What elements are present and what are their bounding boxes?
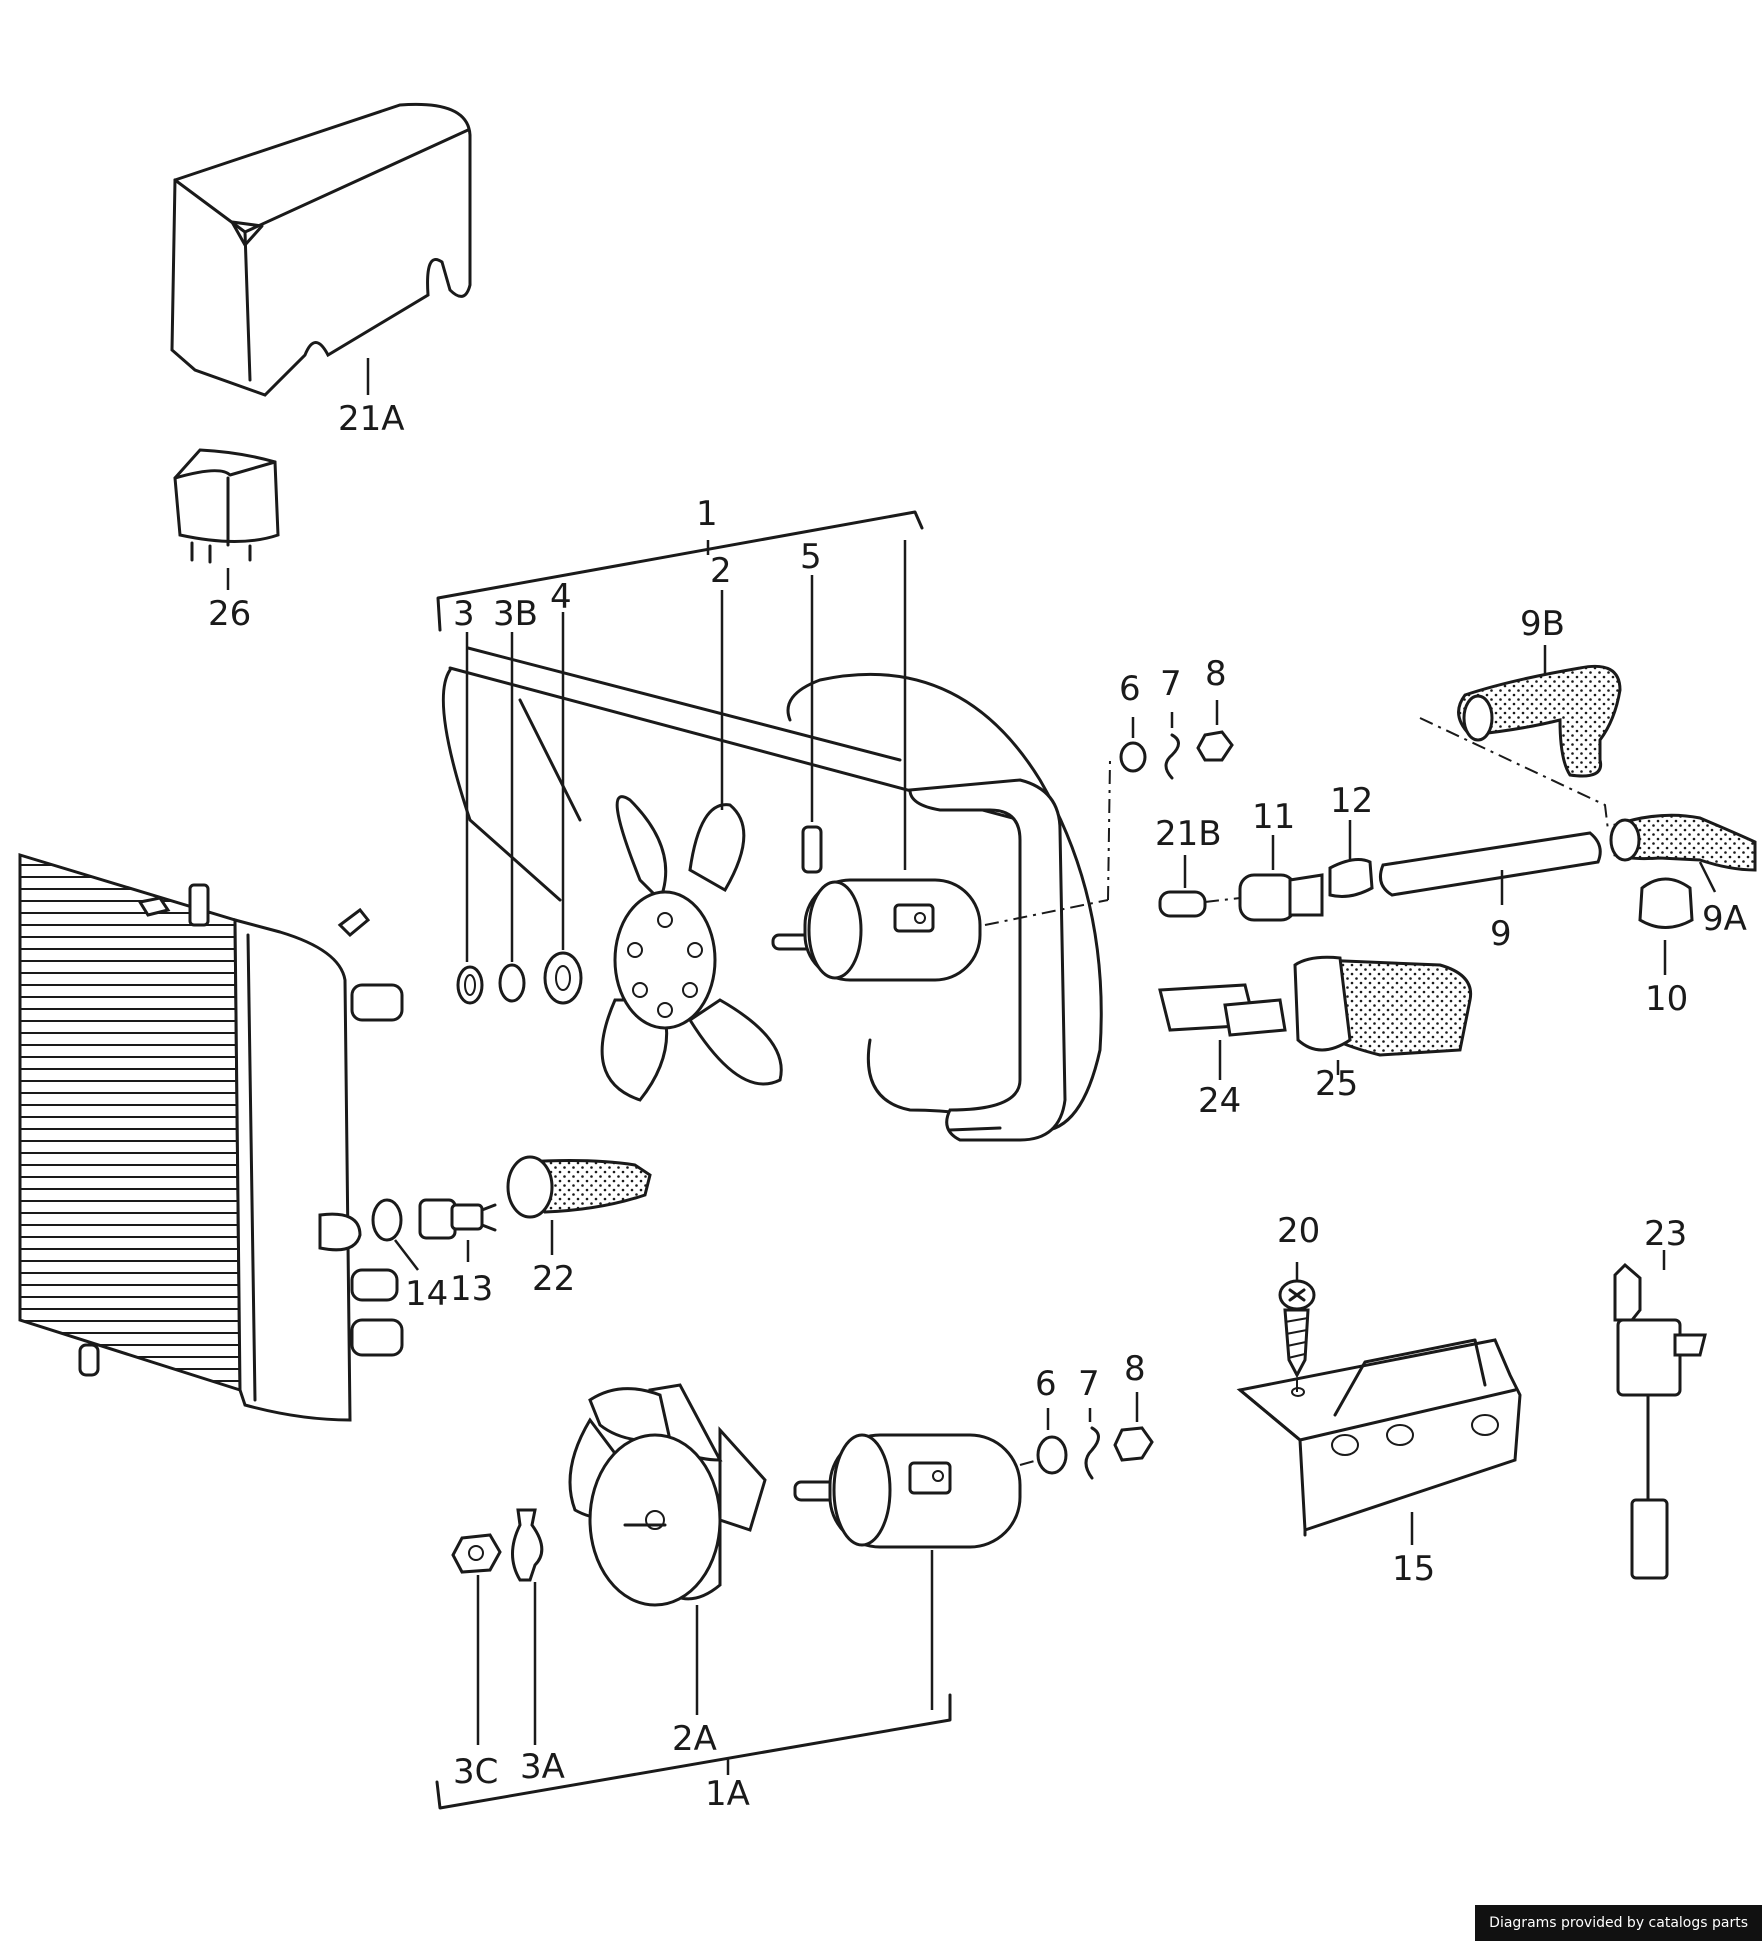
clamp-12 [1328,858,1374,898]
callout-22: 22 [532,1259,575,1299]
key-5 [801,825,823,874]
screw-20 [1278,1279,1316,1379]
sensor-23 [1613,1262,1707,1580]
bracket-15 [1236,1338,1522,1537]
callout-10: 10 [1645,979,1688,1019]
relay-part [173,448,280,564]
credit-footer: Diagrams provided by catalogs parts [1475,1905,1762,1941]
nut-3c [451,1533,502,1574]
callout-7-top: 7 [1160,664,1182,704]
sensor-13 [418,1198,497,1240]
clamp-10 [1638,877,1694,929]
callout-6-top: 6 [1119,669,1141,709]
lock-plate-3a [511,1508,544,1582]
callout-1a: 1A [705,1774,750,1814]
plug-24 [1158,983,1287,1037]
callout-23: 23 [1644,1214,1687,1254]
fan-blade-2a [568,1383,767,1607]
callout-15: 15 [1392,1549,1435,1589]
callout-20: 20 [1277,1211,1320,1251]
hose-9 [1379,831,1602,897]
callout-24: 24 [1198,1081,1241,1121]
callout-6-bottom: 6 [1035,1364,1057,1404]
callout-2: 2 [710,551,732,591]
spring-washer-7-top [1164,733,1180,780]
callout-14: 14 [405,1274,448,1314]
bracket-1 [436,510,924,632]
boot-25 [1293,955,1473,1057]
fan-blade-2 [600,795,783,1102]
callout-3a: 3A [520,1747,565,1787]
bracket-1a [435,1693,952,1810]
cap-22 [506,1155,652,1219]
callout-26: 26 [208,594,251,634]
callout-3: 3 [453,594,475,634]
callout-25: 25 [1315,1064,1358,1104]
callout-4: 4 [550,577,572,617]
connector-11 [1238,873,1324,922]
callout-5: 5 [800,537,822,577]
callout-12: 12 [1330,781,1373,821]
fan-motor-1a [793,1433,1022,1549]
relay-cover-part [170,102,472,397]
callout-3c: 3C [453,1752,498,1792]
pin-21b [1158,890,1207,918]
callout-21b: 21B [1155,814,1222,854]
spring-washer-7-bottom [1084,1426,1100,1480]
washer-14 [371,1198,403,1242]
callout-3b: 3B [493,594,538,634]
fan-motor-1 [771,878,982,982]
callout-11: 11 [1252,797,1295,837]
washer-3 [456,965,484,1005]
callout-8-bottom: 8 [1124,1349,1146,1389]
nut-8-bottom [1113,1426,1154,1462]
nut-8-top [1196,730,1234,762]
radiator [18,852,404,1422]
callout-9b: 9B [1520,604,1565,644]
fan-shroud [441,646,1103,1142]
nut-4 [543,951,583,1005]
callout-9a: 9A [1702,899,1747,939]
washer-6-bottom [1036,1435,1068,1475]
washer-6-top [1119,741,1147,773]
callout-21a: 21A [338,399,405,439]
callout-13: 13 [450,1269,493,1309]
callout-1: 1 [696,494,718,534]
callout-7-bottom: 7 [1078,1364,1100,1404]
callout-9: 9 [1490,914,1512,954]
callout-2a: 2A [672,1719,717,1759]
callout-8-top: 8 [1205,654,1227,694]
hose-9a [1613,813,1757,872]
washer-3b [498,963,526,1003]
